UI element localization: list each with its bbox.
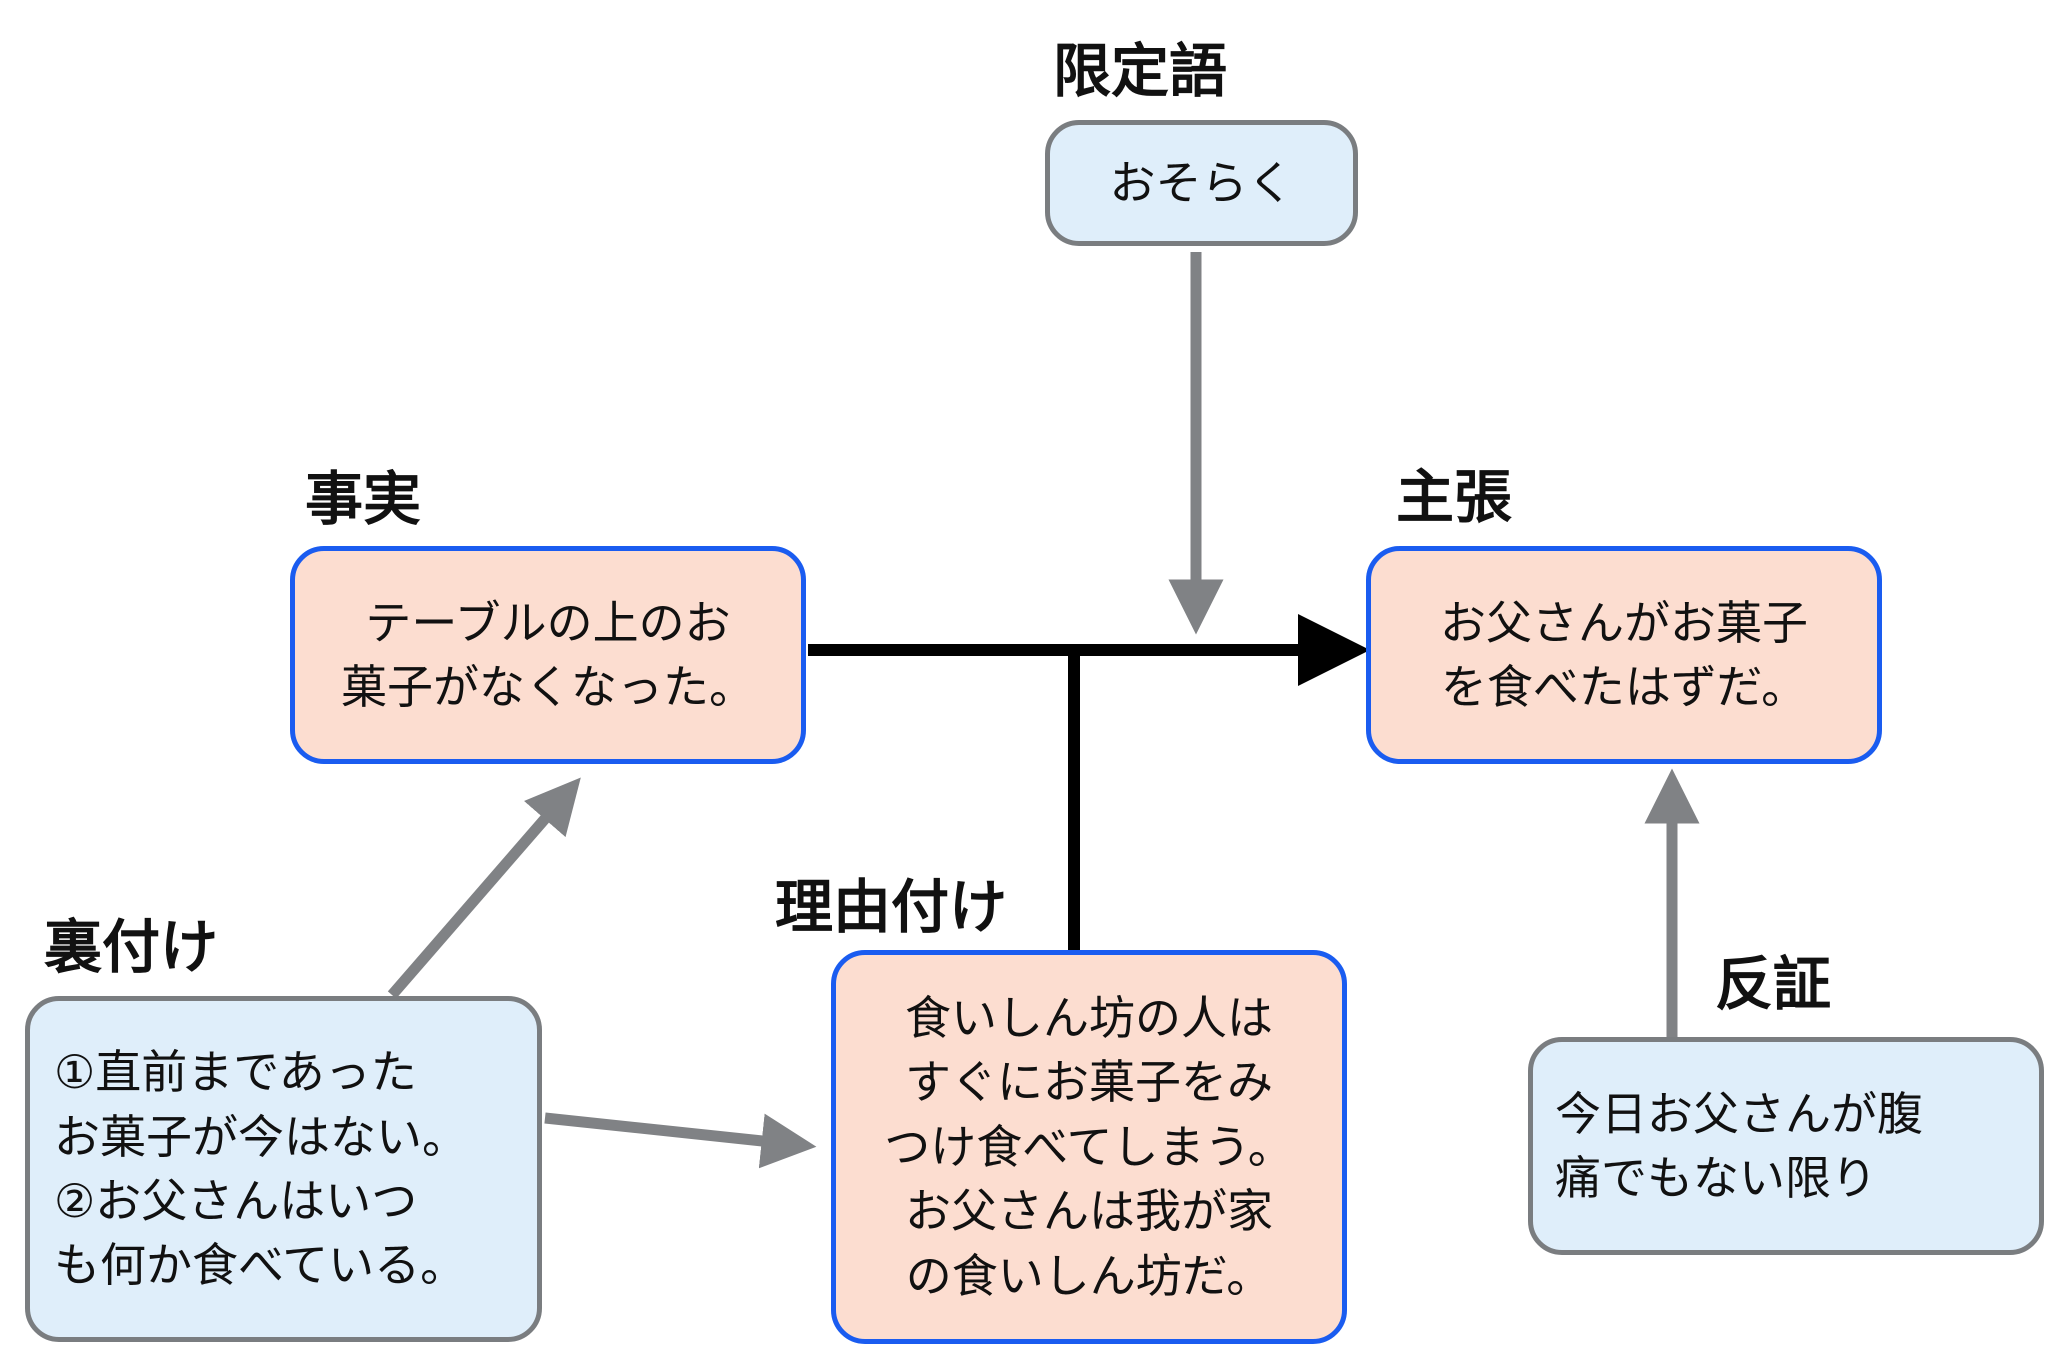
claim-text: お父さんがお菓子 を食べたはずだ。 <box>1440 595 1808 714</box>
backing-title: 裏付け <box>44 913 219 981</box>
warrant-text: 食いしん坊の人は すぐにお菓子をみ つけ食べてしまう。 お父さんは我が家 の食い… <box>884 991 1294 1303</box>
claim-title: 主張 <box>1396 463 1513 531</box>
backing-text: ①直前まであった お菓子が今はない。 ②お父さんはいつ も何か食べている。 <box>54 1045 468 1293</box>
qualifier-box: おそらく <box>1045 120 1358 246</box>
qualifier-text: おそらく <box>1109 155 1294 210</box>
warrant-box: 食いしん坊の人は すぐにお菓子をみ つけ食べてしまう。 お父さんは我が家 の食い… <box>831 950 1347 1344</box>
rebuttal-box: 今日お父さんが腹 痛でもない限り <box>1528 1037 2044 1255</box>
claim-box: お父さんがお菓子 を食べたはずだ。 <box>1366 546 1882 764</box>
warrant-title: 理由付け <box>775 873 1008 941</box>
backing-box: ①直前まであった お菓子が今はない。 ②お父さんはいつ も何か食べている。 <box>25 996 542 1342</box>
data-text: テーブルの上のお 菓子がなくなった。 <box>341 595 755 714</box>
qualifier-title: 限定語 <box>1053 37 1228 105</box>
data-title: 事実 <box>305 465 422 533</box>
rebuttal-text: 今日お父さんが腹 痛でもない限り <box>1555 1086 1923 1205</box>
backing-to-warrant-arrow <box>544 1112 817 1169</box>
backing-to-data-arrow <box>387 777 581 999</box>
rebuttal-title: 反証 <box>1715 950 1832 1018</box>
data-box: テーブルの上のお 菓子がなくなった。 <box>290 546 806 764</box>
